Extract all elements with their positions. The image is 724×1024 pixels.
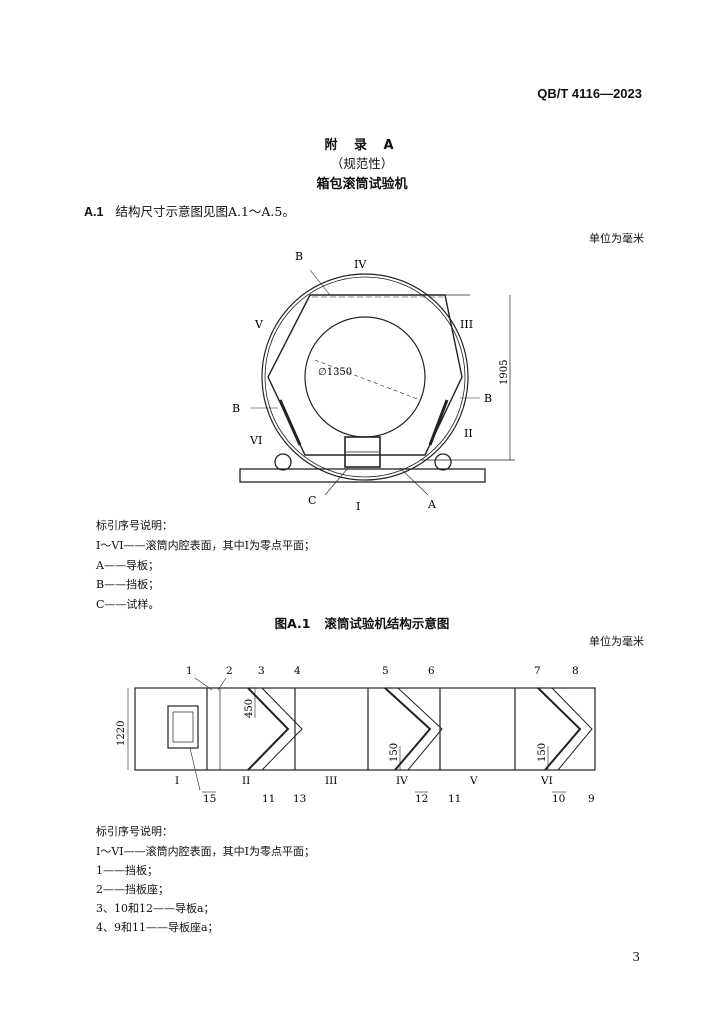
figure-a2-diagram: 1 2 3 4 5 6 7 8 1220 450 150 150 I II II… — [116, 665, 596, 805]
label-n11a: 11 — [262, 793, 275, 805]
label-III: III — [460, 318, 473, 331]
label-B-right: B — [484, 392, 492, 405]
legend2-title: 标引序号说明： — [96, 825, 173, 838]
label-n12: 12 — [415, 793, 428, 805]
legend1-item-1: A——导板； — [96, 559, 159, 572]
legend2-item-1: 1——挡板； — [96, 864, 158, 877]
guide-2-seat — [397, 687, 443, 771]
leader-1 — [194, 677, 213, 691]
legend1-title: 标引序号说明： — [96, 519, 173, 532]
label-n13: 13 — [293, 793, 306, 805]
legend1-item-3: C——试样。 — [96, 598, 160, 611]
baffle-right — [428, 399, 449, 446]
drum-hexagon — [267, 294, 463, 456]
leader-B-top — [309, 269, 331, 296]
guide-1-seat — [261, 687, 303, 771]
legend2-item-3: 3、10和12——导板a； — [96, 902, 215, 915]
label-sVI: VI — [540, 775, 553, 787]
label-IV: IV — [354, 258, 367, 271]
guide-3-seat — [551, 687, 593, 771]
drum-inner-circle — [264, 276, 466, 478]
caption-text: 滚筒试验机结构示意图 — [324, 616, 450, 631]
legend1-item-0: I～VI——滚筒内腔表面，其中I为零点平面； — [96, 539, 315, 552]
clause-a1: A.1 结构尺寸示意图见图A.1～A.5。 — [84, 201, 295, 220]
legend1-item-2: B——挡板； — [96, 578, 160, 591]
figure-a1-caption: 图A.1 滚筒试验机结构示意图 — [0, 613, 724, 632]
figure-a1-diagram: B IV V III ∅1350 1905 B B VI II C I A — [232, 250, 515, 513]
base-plate — [239, 468, 486, 483]
annex-name: 箱包滚筒试验机 — [316, 177, 408, 192]
baffle-plate-inner — [172, 711, 194, 743]
label-sIII: III — [325, 775, 337, 787]
drum-outer-circle — [261, 273, 469, 481]
label-n5: 5 — [382, 665, 389, 677]
unrolled-surface — [134, 687, 596, 771]
label-150b: 150 — [537, 743, 548, 762]
guide-2 — [384, 687, 432, 771]
wheel-left — [274, 453, 292, 471]
label-II: II — [464, 427, 473, 440]
label-n6: 6 — [428, 665, 435, 677]
page-number: 3 — [632, 950, 640, 964]
label-n2: 2 — [226, 665, 233, 677]
label-n8: 8 — [572, 665, 579, 677]
unit-note-1: 单位为毫米 — [589, 232, 644, 245]
label-height: 1905 — [499, 360, 510, 385]
leader-2 — [217, 677, 227, 691]
legend2-item-0: I～VI——滚筒内腔表面，其中I为零点平面； — [96, 845, 315, 858]
label-150a: 150 — [389, 743, 400, 762]
unit-note-2: 单位为毫米 — [589, 635, 644, 648]
clause-number: A.1 — [84, 205, 104, 219]
diameter-line — [314, 359, 421, 401]
label-sV: V — [469, 775, 478, 787]
label-n1: 1 — [186, 665, 193, 677]
label-V: V — [254, 318, 264, 331]
label-B-left: B — [232, 402, 240, 415]
label-sI: I — [175, 775, 179, 787]
leader-15 — [189, 747, 201, 791]
label-I: I — [356, 500, 360, 513]
annex-type: （规范性） — [330, 156, 394, 171]
label-sIV: IV — [396, 775, 408, 787]
label-sII: II — [242, 775, 250, 787]
label-n10: 10 — [552, 793, 565, 805]
clause-text: 结构尺寸示意图见图A.1～A.5。 — [115, 204, 295, 219]
label-C: C — [308, 494, 316, 507]
label-n3: 3 — [258, 665, 265, 677]
label-A: A — [427, 498, 437, 511]
guide-3 — [537, 687, 582, 771]
caption-number: 图A.1 — [274, 616, 311, 631]
annex-title: 附 录 A — [324, 138, 400, 153]
guide-1 — [247, 687, 290, 771]
leader-C — [324, 467, 349, 496]
wheel-right — [434, 453, 452, 471]
label-450: 450 — [244, 699, 255, 718]
label-VI: VI — [249, 434, 262, 447]
leader-A — [399, 467, 429, 496]
legend2-item-4: 4、9和11——导板座a； — [96, 921, 219, 934]
label-n15: 15 — [203, 793, 216, 805]
label-n11b: 11 — [448, 793, 461, 805]
label-1220: 1220 — [116, 721, 127, 746]
label-diameter: ∅1350 — [318, 367, 352, 378]
legend2-item-2: 2——挡板座； — [96, 883, 169, 896]
baffle-left — [278, 399, 302, 446]
label-n7: 7 — [534, 665, 541, 677]
label-n4: 4 — [294, 665, 301, 677]
baffle-plate — [167, 705, 199, 749]
standard-code: QB/T 4116—2023 — [537, 86, 642, 101]
label-B-top: B — [295, 250, 303, 263]
label-n9: 9 — [588, 793, 595, 805]
